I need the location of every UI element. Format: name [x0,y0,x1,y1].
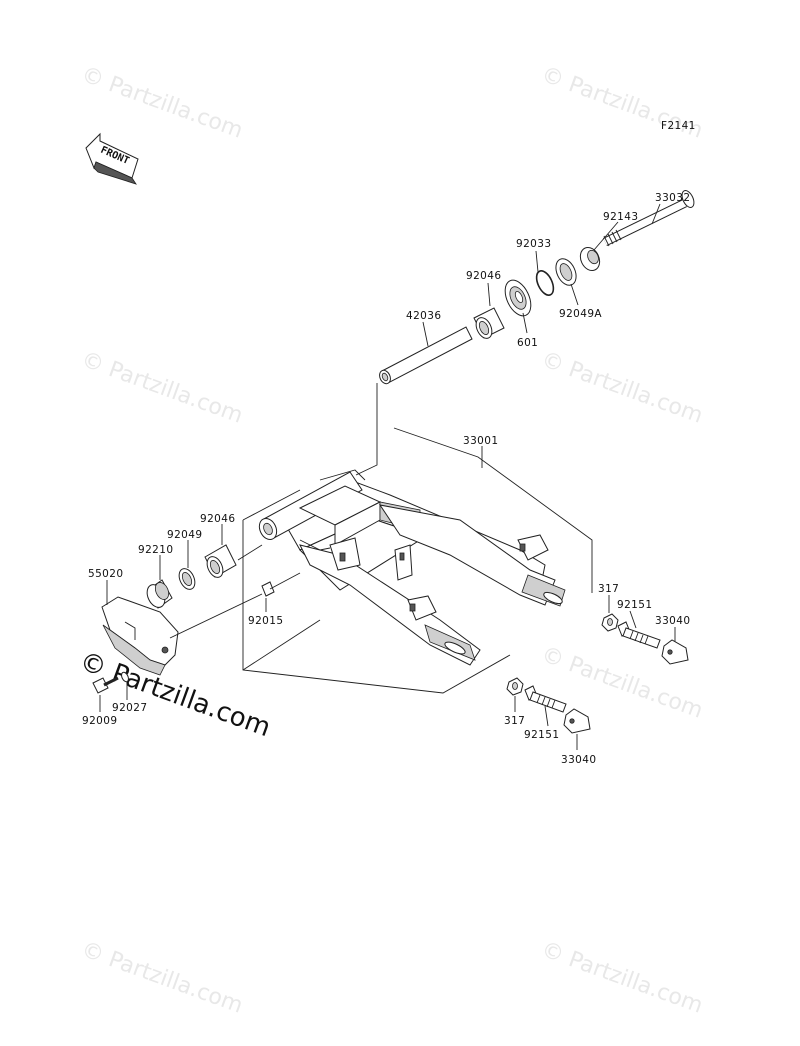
swingarm-33001 [258,469,566,666]
collar-92143 [579,246,601,272]
leader-line [570,283,579,306]
chain-guide-55020 [101,596,179,676]
figure-code: F2141 [661,120,696,132]
seal-92049A [555,258,577,286]
leader-line [522,312,528,334]
adjuster-bolt-92151-bottom [524,685,567,713]
pivot-shaft-33032 [603,190,695,247]
leader-line [355,383,378,476]
washer-92027 [121,671,129,683]
part-label-92046-left: 92046 [200,513,235,525]
watermark-text: © Partzilla.com [78,347,246,429]
part-label-92049: 92049 [167,529,202,541]
part-label-92049A: 92049A [559,308,602,320]
leader-line [629,610,637,629]
part-label-317-top: 317 [598,583,619,595]
part-label-92033: 92033 [516,238,551,250]
part-label-92151-top: 92151 [617,599,652,611]
watermark-text: © Partzilla.com [78,937,246,1019]
part-label-92143: 92143 [603,211,638,223]
leader-line [169,593,263,639]
leader-line [651,203,661,225]
adjuster-plate-33040-bottom [563,708,591,734]
part-label-33001: 33001 [463,435,498,447]
leader-line [535,250,539,273]
watermark-text: © Partzilla.com [78,62,246,144]
leader-line [544,705,549,727]
part-label-42036: 42036 [406,310,441,322]
part-label-92210: 92210 [138,544,173,556]
nut-317-top [601,613,619,632]
watermark-text: © Partzilla.com [538,347,706,429]
bracket-line [242,489,301,521]
brand-watermark: © Partzilla.com [76,646,275,743]
part-label-92151-bottom: 92151 [524,729,559,741]
bolt-92009 [92,676,119,694]
part-label-92027: 92027 [112,702,147,714]
part-label-601: 601 [517,337,538,349]
sleeve-42036 [379,326,473,385]
seal-92049 [178,568,196,590]
adjuster-bolt-92151-top [617,621,661,649]
bracket-line [242,619,321,671]
bracket-line [242,520,511,694]
leader-line [422,321,429,347]
adjuster-plate-33040-top [661,639,689,665]
leader-line [487,282,491,307]
watermark-text: © Partzilla.com [538,937,706,1019]
collar-92210 [146,579,173,609]
part-label-33032: 33032 [655,192,690,204]
circlip-92033 [535,270,555,296]
leader-line [237,544,263,561]
ball-bearing-601 [504,279,532,317]
part-label-33040-top: 33040 [655,615,690,627]
bracket-line [393,427,593,593]
nut-317-bottom [506,677,524,696]
bolt-92015 [261,572,301,597]
needle-bearing-92046-left [204,544,237,578]
part-label-33040-bottom: 33040 [561,754,596,766]
part-label-317-bottom: 317 [504,715,525,727]
leader-line [593,221,619,251]
part-label-92046-top: 92046 [466,270,501,282]
part-label-92015: 92015 [248,615,283,627]
part-label-92009: 92009 [82,715,117,727]
front-arrow-icon: FRONT [85,132,139,185]
part-label-55020: 55020 [88,568,123,580]
needle-bearing-92046-top [473,307,505,339]
